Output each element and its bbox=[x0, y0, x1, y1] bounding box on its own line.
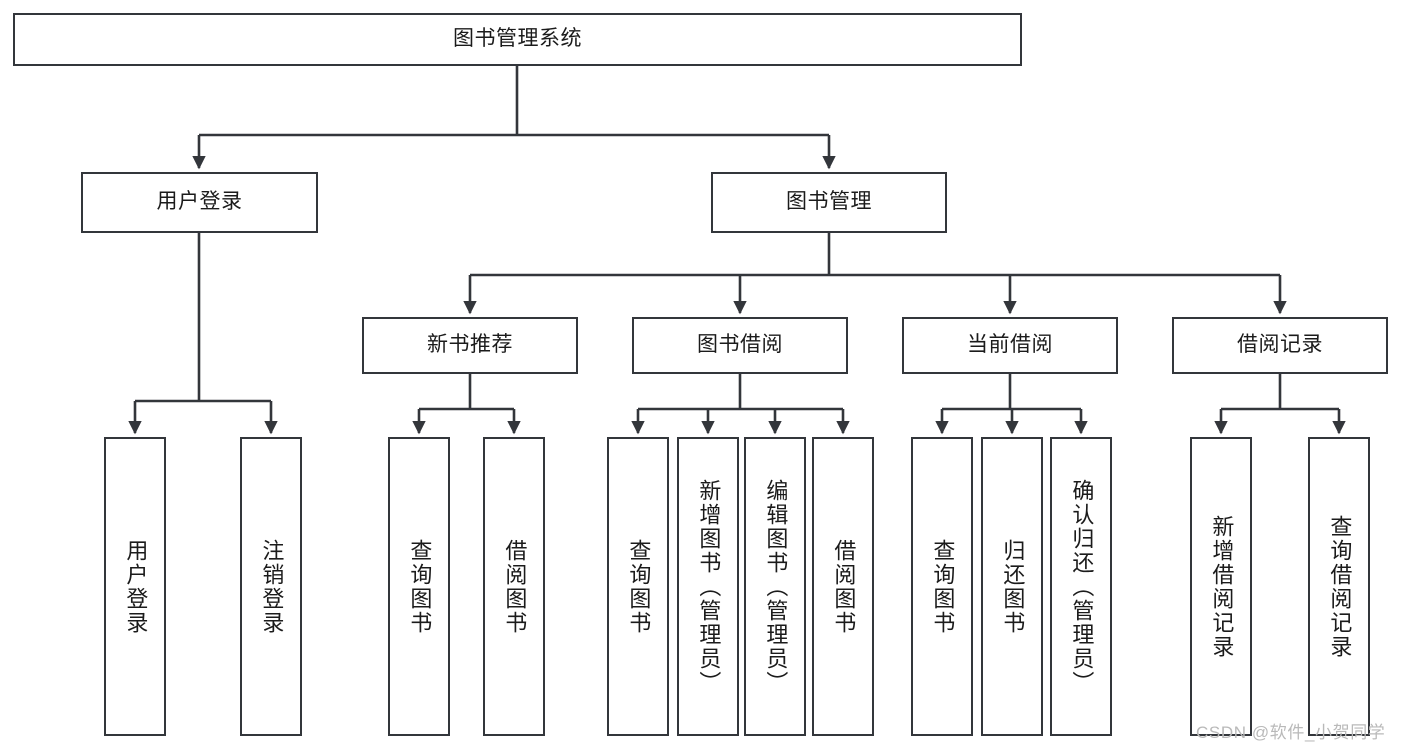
node-leaf-edit-book-label: 编辑图书（管理员） bbox=[763, 478, 789, 695]
node-leaf-query-record-label: 查询借阅记录 bbox=[1327, 514, 1353, 659]
node-leaf-user-logout-label: 注销登录 bbox=[259, 538, 285, 635]
node-new-book-recommend-label: 新书推荐 bbox=[427, 333, 513, 357]
node-leaf-query-book-1-label: 查询图书 bbox=[407, 538, 433, 635]
node-leaf-add-record-label: 新增借阅记录 bbox=[1209, 514, 1235, 659]
node-leaf-user-logout[interactable]: 注销登录 bbox=[240, 437, 302, 736]
node-leaf-query-book-3[interactable]: 查询图书 bbox=[911, 437, 973, 736]
node-borrow-record[interactable]: 借阅记录 bbox=[1172, 317, 1388, 374]
node-new-book-recommend[interactable]: 新书推荐 bbox=[362, 317, 578, 374]
node-leaf-confirm-return-label: 确认归还（管理员） bbox=[1069, 478, 1095, 695]
node-leaf-query-record[interactable]: 查询借阅记录 bbox=[1308, 437, 1370, 736]
node-leaf-borrow-book-1[interactable]: 借阅图书 bbox=[483, 437, 545, 736]
node-current-borrow-label: 当前借阅 bbox=[967, 333, 1053, 357]
node-leaf-borrow-book-2-label: 借阅图书 bbox=[831, 538, 857, 635]
node-leaf-return-book-label: 归还图书 bbox=[1000, 538, 1026, 635]
node-leaf-confirm-return[interactable]: 确认归还（管理员） bbox=[1050, 437, 1112, 736]
watermark: CSDN @软件_小贺同学 bbox=[1196, 723, 1386, 742]
node-user-login[interactable]: 用户登录 bbox=[81, 172, 318, 233]
node-book-manage[interactable]: 图书管理 bbox=[711, 172, 947, 233]
node-user-login-label: 用户登录 bbox=[156, 190, 243, 214]
node-leaf-query-book-2[interactable]: 查询图书 bbox=[607, 437, 669, 736]
node-leaf-query-book-2-label: 查询图书 bbox=[626, 538, 652, 635]
node-leaf-return-book[interactable]: 归还图书 bbox=[981, 437, 1043, 736]
node-borrow-record-label: 借阅记录 bbox=[1237, 333, 1323, 357]
node-root[interactable]: 图书管理系统 bbox=[13, 13, 1022, 66]
node-leaf-add-book-label: 新增图书（管理员） bbox=[696, 478, 722, 695]
node-leaf-borrow-book-2[interactable]: 借阅图书 bbox=[812, 437, 874, 736]
node-leaf-add-record[interactable]: 新增借阅记录 bbox=[1190, 437, 1252, 736]
node-current-borrow[interactable]: 当前借阅 bbox=[902, 317, 1118, 374]
node-leaf-add-book[interactable]: 新增图书（管理员） bbox=[677, 437, 739, 736]
node-leaf-query-book-1[interactable]: 查询图书 bbox=[388, 437, 450, 736]
node-leaf-user-login-label: 用户登录 bbox=[123, 538, 149, 635]
node-leaf-borrow-book-1-label: 借阅图书 bbox=[502, 538, 528, 635]
node-root-label: 图书管理系统 bbox=[453, 27, 582, 51]
node-book-manage-label: 图书管理 bbox=[786, 190, 872, 214]
node-leaf-query-book-3-label: 查询图书 bbox=[930, 538, 956, 635]
node-leaf-edit-book[interactable]: 编辑图书（管理员） bbox=[744, 437, 806, 736]
node-book-borrow-label: 图书借阅 bbox=[697, 333, 783, 357]
node-book-borrow[interactable]: 图书借阅 bbox=[632, 317, 848, 374]
node-leaf-user-login[interactable]: 用户登录 bbox=[104, 437, 166, 736]
